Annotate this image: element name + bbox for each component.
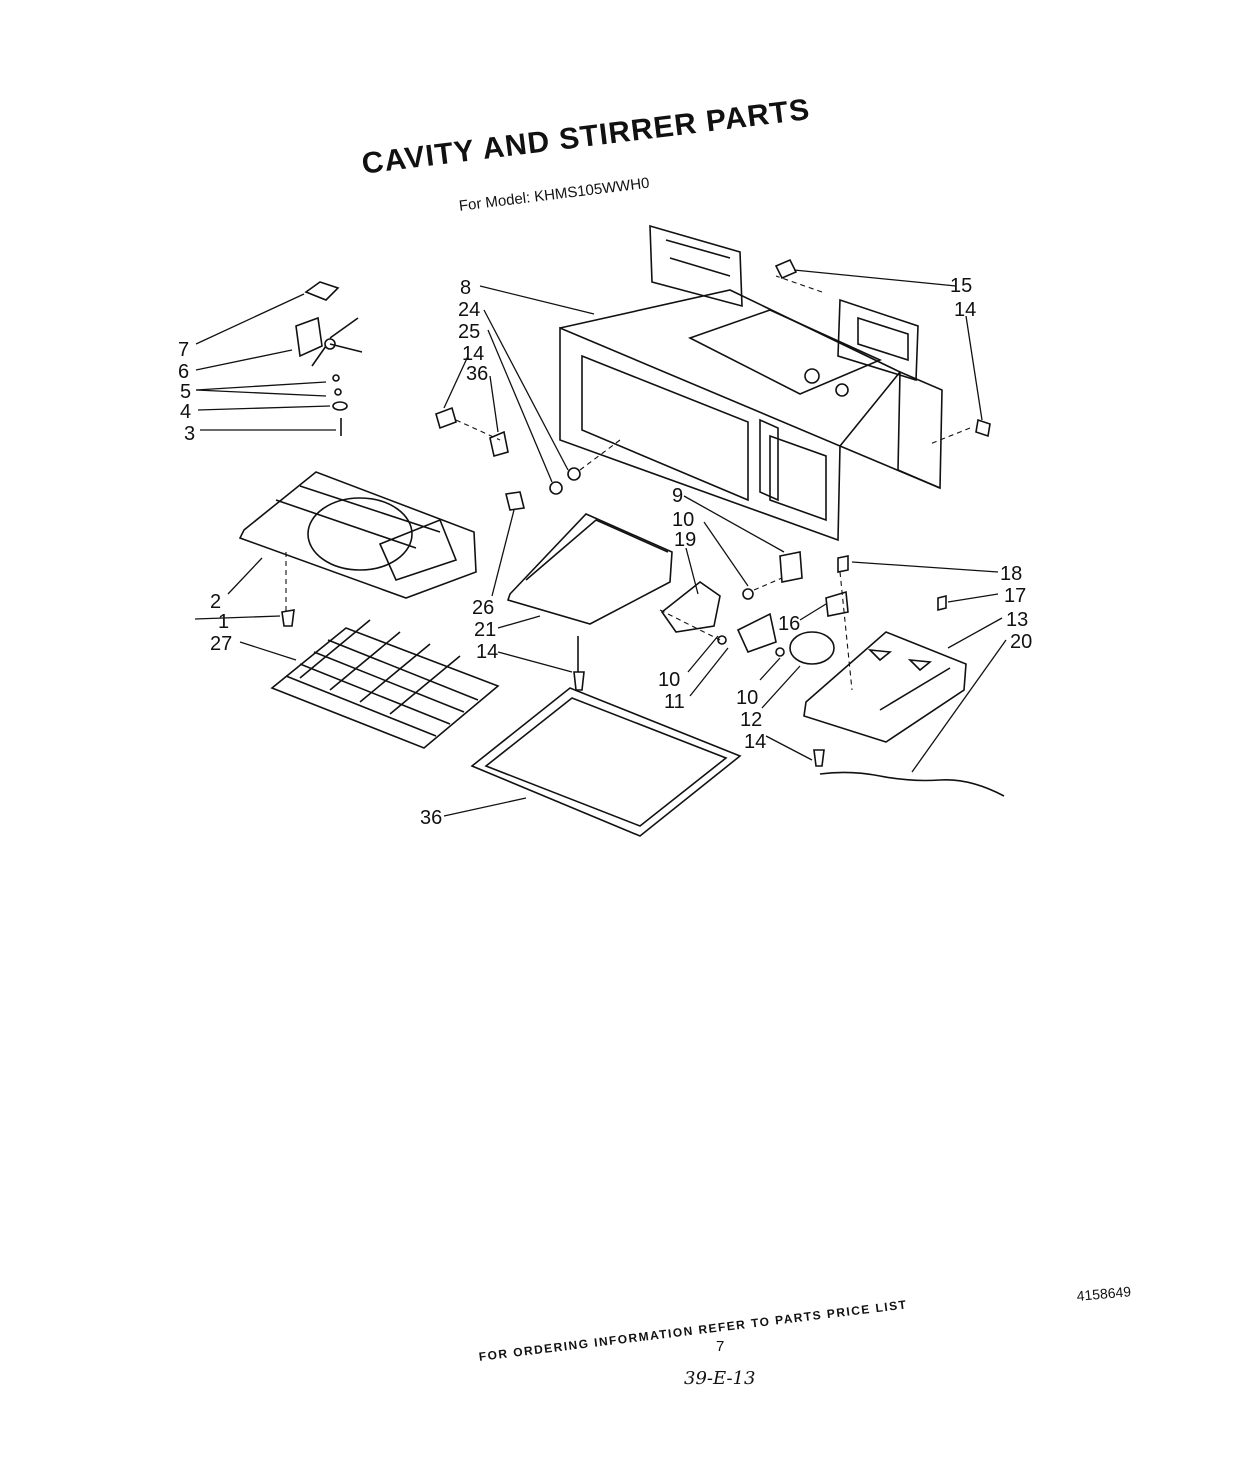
cooking-tray — [470, 687, 742, 837]
lamp-socket-assembly — [659, 551, 853, 691]
callout-21: 21 — [474, 619, 496, 641]
callout-27: 36 — [420, 807, 442, 829]
callout-16: 16 — [778, 613, 800, 635]
callout-2: 2 — [210, 591, 221, 613]
callout-labels: 7 6 5 4 3 2 1 27 8 24 25 14 36 26 21 14 … — [178, 275, 1032, 829]
callout-36: 36 — [466, 363, 488, 385]
callout-13: 13 — [1006, 609, 1028, 631]
callout-14-right: 14 — [954, 299, 976, 321]
callout-18: 18 — [1000, 563, 1022, 585]
light-housing — [506, 513, 673, 691]
callout-9: 9 — [672, 485, 683, 507]
callout-14-middle: 14 — [476, 641, 498, 663]
callout-25: 26 — [472, 597, 494, 619]
callout-12: 12 — [740, 709, 762, 731]
callout-leader-lines — [194, 269, 1007, 817]
callout-1: 1 — [218, 611, 229, 633]
page-number: 7 — [716, 1338, 725, 1355]
callout-26: 27 — [210, 633, 232, 655]
hardware-parts — [435, 258, 991, 511]
callout-4: 4 — [180, 401, 191, 423]
callout-19: 19 — [674, 529, 696, 551]
oven-rack — [270, 619, 500, 749]
cavity-assembly — [559, 224, 971, 542]
bottom-plate — [803, 594, 1005, 797]
callout-10-c: 10 — [736, 687, 758, 709]
callout-5: 5 — [180, 381, 191, 403]
waveguide-cover — [238, 471, 477, 627]
callout-6: 6 — [178, 361, 189, 383]
stirrer-assembly — [295, 281, 363, 436]
callout-11: 11 — [664, 691, 685, 713]
callout-7: 7 — [178, 339, 189, 361]
callout-14-upper: 14 — [462, 343, 484, 365]
callout-8: 8 — [460, 277, 471, 299]
callout-10-a: 10 — [672, 509, 694, 531]
callout-14-lower: 14 — [744, 731, 766, 753]
callout-17: 17 — [1004, 585, 1026, 607]
callout-20: 20 — [1010, 631, 1032, 653]
callout-3: 3 — [184, 423, 195, 445]
callout-24: 25 — [458, 321, 480, 343]
callout-10-b: 10 — [658, 669, 680, 691]
callout-15: 15 — [950, 275, 972, 297]
handwritten-note: 39-E-13 — [684, 1368, 756, 1389]
callout-23: 24 — [458, 299, 480, 321]
